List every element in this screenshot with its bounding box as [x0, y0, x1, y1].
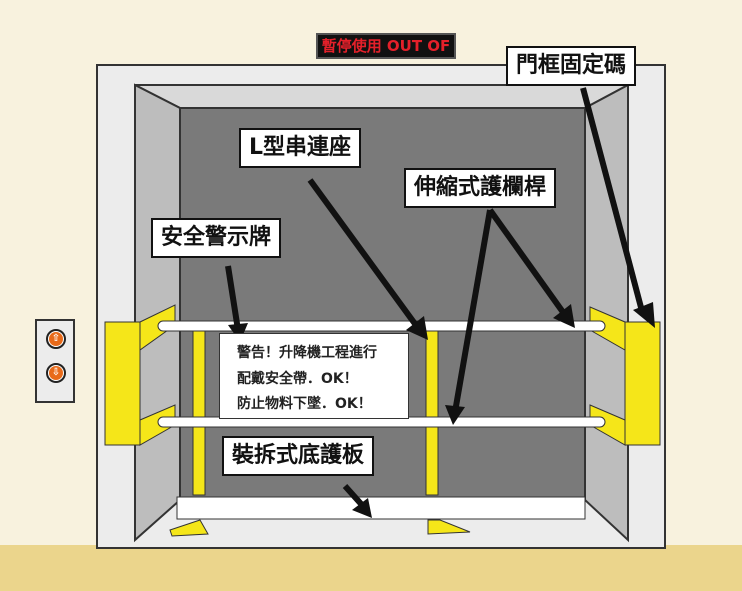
label-l-connector: L型串連座 — [239, 128, 362, 168]
call-up-button[interactable]: ⇧ — [46, 329, 66, 349]
out-of-service-display: 暫停使用 OUT OF — [316, 33, 456, 59]
down-arrow-icon: ⇩ — [49, 366, 63, 380]
frame-block-left — [104, 321, 141, 446]
label-toe-board: 裝拆式底護板 — [222, 436, 375, 476]
call-down-button[interactable]: ⇩ — [46, 363, 66, 383]
call-panel — [35, 319, 75, 403]
up-arrow-icon: ⇧ — [49, 332, 63, 346]
label-warning-sign: 安全警示牌 — [151, 218, 282, 258]
frame-block-right — [624, 321, 661, 446]
l-connector-left — [192, 329, 206, 496]
callout-arrows — [225, 87, 655, 518]
label-telescopic-rail: 伸縮式護欄桿 — [404, 168, 557, 208]
l-connector-right — [425, 329, 439, 496]
label-door-frame-block: 門框固定碼 — [506, 46, 637, 86]
frame-top — [134, 84, 629, 109]
rail-top — [157, 320, 606, 332]
sign-line-3: 防止物料下墜．OK！ — [237, 396, 372, 412]
foot-left — [169, 519, 209, 537]
toe-board — [176, 496, 586, 520]
floor — [0, 545, 742, 591]
foot-right — [427, 519, 471, 535]
warning-sign: 警告！升降機工程進行 配戴安全帶．OK！ 防止物料下墜．OK！ — [219, 333, 409, 419]
sign-line-1: 警告！升降機工程進行 — [237, 345, 377, 361]
sign-line-2: 配戴安全帶．OK！ — [237, 371, 358, 387]
